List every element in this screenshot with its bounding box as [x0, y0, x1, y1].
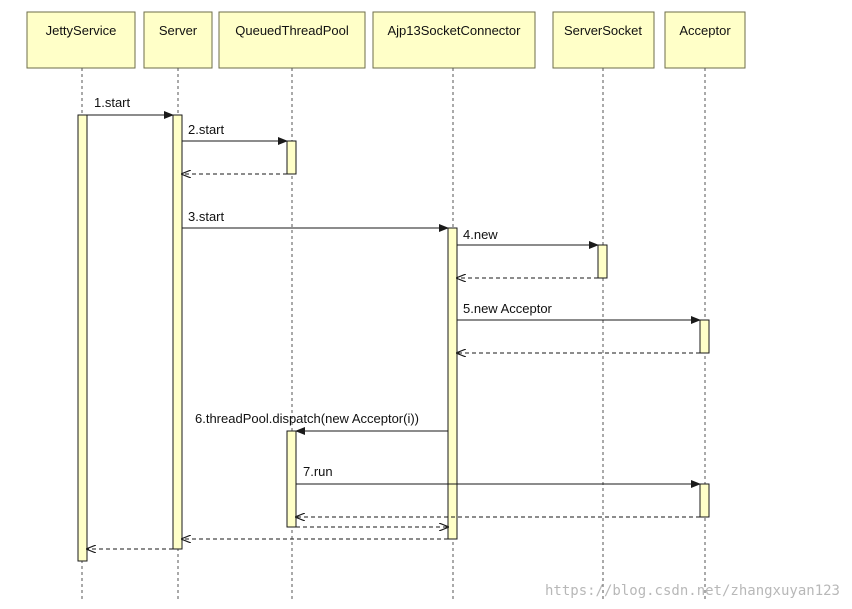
- participant-label: ServerSocket: [564, 23, 642, 38]
- message-label-2: 2.start: [188, 122, 225, 137]
- message-label-6: 6.threadPool.dispatch(new Acceptor(i)): [195, 411, 419, 426]
- participant-jettyservice: JettyService: [26, 11, 136, 69]
- activation-queuedthreadpool-2: [286, 430, 297, 528]
- participant-box: [26, 11, 136, 69]
- participant-box: [218, 11, 366, 69]
- message-label-1: 1.start: [94, 95, 131, 110]
- participant-box: [664, 11, 746, 69]
- participant-label: Ajp13SocketConnector: [388, 23, 522, 38]
- activation-ajp13socketconnector: [447, 227, 458, 540]
- activation-jettyservice: [77, 114, 88, 562]
- watermark-text: https://blog.csdn.net/zhangxuyan123: [545, 583, 840, 599]
- participant-serversocket: ServerSocket: [552, 11, 655, 69]
- participant-label: QueuedThreadPool: [235, 23, 349, 38]
- activation-queuedthreadpool-1: [286, 140, 297, 175]
- message-label-7: 7.run: [303, 464, 333, 479]
- participant-acceptor: Acceptor: [664, 11, 746, 69]
- participant-label: JettyService: [46, 23, 117, 38]
- participant-box: [552, 11, 655, 69]
- message-label-3: 3.start: [188, 209, 225, 224]
- participant-box: [143, 11, 213, 69]
- activation-server: [172, 114, 183, 550]
- participant-ajp13socketconnector: Ajp13SocketConnector: [372, 11, 536, 69]
- participant-label: Acceptor: [679, 23, 731, 38]
- participant-box: [372, 11, 536, 69]
- participant-server: Server: [143, 11, 213, 69]
- activation-serversocket: [597, 244, 608, 279]
- activation-acceptor-2: [699, 483, 710, 518]
- activation-acceptor-1: [699, 319, 710, 354]
- message-label-5: 5.new Acceptor: [463, 301, 553, 316]
- activations: [77, 114, 710, 562]
- messages: [87, 111, 701, 549]
- message-labels: 1.start 2.start 3.start 4.new 5.new Acce…: [94, 95, 553, 479]
- message-label-4: 4.new: [463, 227, 498, 242]
- participant-queuedthreadpool: QueuedThreadPool: [218, 11, 366, 69]
- participant-label: Server: [159, 23, 198, 38]
